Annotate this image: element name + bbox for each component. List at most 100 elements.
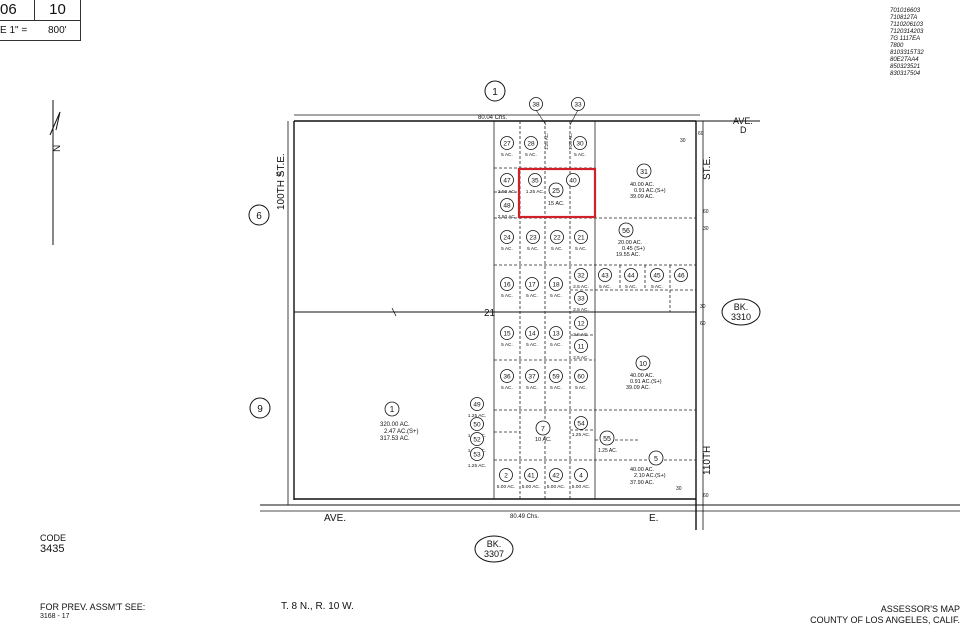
parcel-43: 435 AC. [598, 268, 612, 290]
parcel-number-circle [470, 397, 484, 411]
assessor-title-line1: ASSESSOR'S MAP [880, 604, 960, 614]
parcel-number: 54 [577, 421, 585, 428]
parcel-number-circle [500, 369, 514, 383]
parcel-33: 332.5 AC. [573, 291, 589, 313]
parcel-14: 145 AC. [525, 326, 539, 348]
parcel-number: 53 [473, 452, 481, 459]
parcel-area: 5 AC. [574, 152, 586, 158]
parcel-area: 5 AC. [501, 293, 513, 299]
parcel-area: 1.25 AC. [468, 413, 486, 419]
parcel-13: 135 AC. [549, 326, 563, 348]
parcel-number: 59 [552, 374, 560, 381]
parcel-number: 16 [503, 282, 511, 289]
parcel-number: 45 [653, 273, 661, 280]
svg-text:30: 30 [703, 226, 709, 232]
parcel-number: 49 [473, 402, 481, 409]
parcel-number-circle [574, 291, 588, 305]
parcel-number: 38 [532, 102, 540, 109]
parcel-30: 305 AC. [573, 136, 587, 158]
parcel-42: 425.00 AC. [547, 468, 565, 490]
parcel-59: 595 AC. [549, 369, 563, 391]
revision-stamp-code: 7800 [890, 43, 904, 49]
parcel-number: 33 [574, 102, 582, 109]
parcel-27: 275 AC. [500, 136, 514, 158]
parcel-37: 375 AC. [525, 369, 539, 391]
svg-text:317.53 AC.: 317.53 AC. [380, 436, 410, 442]
parcel-number-circle [500, 326, 514, 340]
parcel-number: 35 [531, 178, 539, 185]
parcel-number: 52 [473, 437, 481, 444]
parcel-area: 5 AC. [525, 152, 537, 158]
parcel-56: 56 20.00 AC. 0.45 (S+) 19.55 AC. [616, 222, 645, 258]
parcel-number: 28 [527, 141, 535, 148]
parcel-49: 49 1.25 AC. [468, 397, 486, 419]
parcel-number-circle [574, 316, 588, 330]
parcel-number: 42 [552, 473, 560, 480]
parcel-12: 122.5 AC. [573, 316, 589, 338]
svg-text:BK.: BK. [734, 302, 749, 312]
map-ref-top: 1 [484, 80, 506, 102]
page-number: 10 [35, 0, 80, 21]
parcel-17: 175 AC. [525, 277, 539, 299]
svg-text:50: 50 [276, 172, 282, 178]
parcel-area: 5 AC. [526, 293, 538, 299]
map-ref-left-upper: 6 [248, 204, 270, 226]
svg-text:1.25 AC.: 1.25 AC. [598, 448, 617, 454]
small-parcel-group: 275 AC.285 AC.305 AC.472.50 AC.351.25 AC… [468, 136, 688, 490]
svg-text:30: 30 [700, 304, 706, 310]
parcel-32: 322.5 AC. [573, 268, 589, 290]
parcel-area: 5 AC. [551, 246, 563, 252]
revision-stamp-code: 80E2TAA4 [890, 57, 919, 63]
parcel-35: 351.25 AC. [526, 173, 544, 195]
svg-text:19.55 AC.: 19.55 AC. [616, 252, 641, 258]
parcel-area: 5.00 AC. [522, 484, 540, 490]
parcel-area: 5 AC. [550, 342, 562, 348]
parcel-22: 22 5 AC. [550, 230, 564, 252]
svg-text:1: 1 [492, 87, 498, 98]
parcel-number-circle [574, 416, 588, 430]
parcel-area: 5 AC. [575, 385, 587, 391]
parcel-number: 60 [577, 374, 585, 381]
section-boundary [260, 114, 960, 530]
parcel-2: 25.00 AC. [497, 468, 515, 490]
parcel-number-circle [650, 268, 664, 282]
top-chain-dimension: 80.04 Chs. [478, 115, 507, 121]
parcel-number: 33 [577, 296, 585, 303]
parcel-number-circle [573, 136, 587, 150]
parcel-41: 415.00 AC. [522, 468, 540, 490]
svg-text:40.00 AC.: 40.00 AC. [630, 467, 655, 473]
book-ref-right: BK. 3310 [721, 298, 761, 326]
110th-label: 110TH [702, 446, 713, 475]
parcel-54: 541.25 AC. [572, 416, 590, 438]
parcel-number-circle [574, 369, 588, 383]
parcel-45: 455 AC. [650, 268, 664, 290]
parcel-area: 5 AC. [526, 342, 538, 348]
map-ref-left-lower: 9 [249, 397, 271, 419]
north-arrow-label: N [52, 145, 63, 152]
parcel-number-circle [574, 468, 588, 482]
parcel-number-circle [470, 447, 484, 461]
svg-text:60: 60 [698, 131, 704, 137]
parcel-number-circle [470, 417, 484, 431]
parcel-area: 5 AC. [501, 342, 513, 348]
parcel-number-circle [624, 268, 638, 282]
parcel-4: 45.00 AC. [572, 468, 590, 490]
parcel-number: 15 [503, 331, 511, 338]
parcel-number: 44 [627, 273, 635, 280]
parcel-number: 47 [503, 178, 511, 185]
parcel-number: 23 [529, 235, 537, 242]
parcel-area: 5.00 AC. [497, 484, 515, 490]
book-number: 06 [0, 0, 35, 21]
parcel-area: 5 AC. [625, 284, 637, 290]
prev-assessment-block: FOR PREV. ASSM'T SEE: 3168 - 17 [40, 602, 145, 622]
parcel-number-circle [526, 230, 540, 244]
parcel-10: 10 40.00 AC. 0.91 AC.(S+) 39.09 AC. [626, 355, 662, 391]
parcel-number-circle [500, 173, 514, 187]
parcel-18: 185 AC. [549, 277, 563, 299]
parcel-number: 22 [553, 235, 561, 242]
parcel-area: 1.25 AC. [568, 133, 573, 150]
parcel-number: 50 [473, 422, 481, 429]
ave-e-letter: E. [649, 513, 658, 524]
svg-text:31: 31 [640, 169, 648, 176]
parcel-number: 4 [579, 473, 583, 480]
